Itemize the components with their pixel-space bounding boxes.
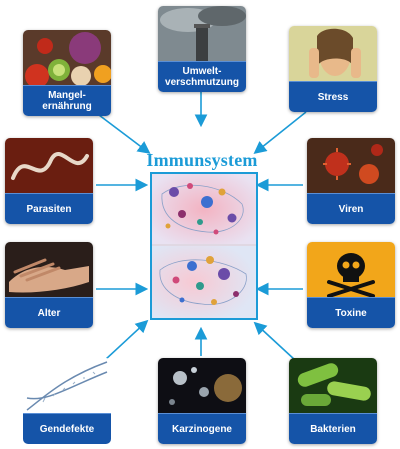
card-alter: Alter: [5, 242, 93, 328]
card-viren: Viren: [307, 138, 395, 224]
card-gendefekte: Gendefekte: [23, 358, 111, 444]
diagram-title: Immunsystem: [146, 150, 258, 170]
label-umweltverschmutzung: Umwelt- verschmutzung: [158, 61, 246, 92]
label-viren: Viren: [307, 193, 395, 224]
virus-photo: [307, 138, 395, 196]
label-parasiten: Parasiten: [5, 193, 93, 224]
vegetables-photo: [23, 30, 111, 88]
hands-photo: [5, 242, 93, 300]
label-gendefekte: Gendefekte: [23, 413, 111, 444]
card-toxine: Toxine: [307, 242, 395, 328]
card-parasiten: Parasiten: [5, 138, 93, 224]
smokestack-photo: [158, 6, 246, 64]
worm-photo: [5, 138, 93, 196]
dna-photo: [23, 358, 111, 416]
label-toxine: Toxine: [307, 297, 395, 328]
arrow-stress: [253, 111, 307, 154]
label-alter: Alter: [5, 297, 93, 328]
immune-cells-illustration: [150, 172, 258, 320]
card-mangelernaehrung: Mangel- ernährung: [23, 30, 111, 116]
label-mangelernaehrung: Mangel- ernährung: [23, 85, 111, 116]
skull-photo: [307, 242, 395, 300]
card-stress: Stress: [289, 26, 377, 112]
label-karzinogene: Karzinogene: [158, 413, 246, 444]
card-umweltverschmutzung: Umwelt- verschmutzung: [158, 6, 246, 92]
bacteria-photo: [289, 358, 377, 416]
label-stress: Stress: [289, 81, 377, 112]
arrow-mangelernaehrung: [94, 111, 151, 154]
card-karzinogene: Karzinogene: [158, 358, 246, 444]
stressed-woman-photo: [289, 26, 377, 84]
card-bakterien: Bakterien: [289, 358, 377, 444]
label-bakterien: Bakterien: [289, 413, 377, 444]
particles-photo: [158, 358, 246, 416]
